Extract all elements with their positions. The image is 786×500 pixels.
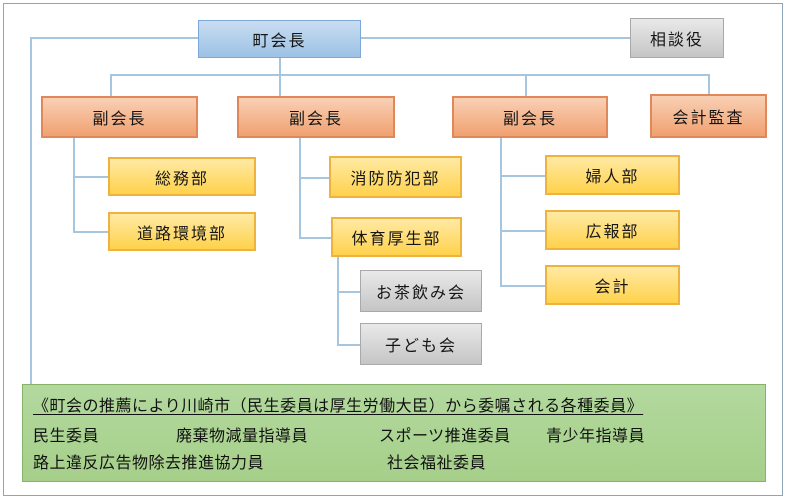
connector-line [500,285,545,287]
node-accounting-audit: 会計監査 [650,94,767,138]
connector-line [30,37,198,39]
connector-line [337,257,339,345]
node-womens-dept: 婦人部 [545,155,680,195]
connector-line [299,177,329,179]
connector-line [73,138,75,232]
node-children-club: 子ども会 [360,323,482,365]
node-fire-crime-prevention-dept: 消防防犯部 [329,156,462,198]
connector-line [500,230,545,232]
connector-line [360,37,630,39]
committee-item: 社会福祉委員 [387,455,487,472]
node-chairman: 町会長 [198,20,361,58]
node-tea-gathering: お茶飲み会 [360,270,482,312]
connector-line [110,74,112,97]
committee-item: 路上違反広告物除去推進協力員 [33,455,265,472]
connector-line [500,138,502,286]
committee-item: 青少年指導員 [546,428,646,445]
committees-panel: 《町会の推薦により川崎市（民生委員は厚生労働大臣）から委嘱される各種委員》 民生… [22,384,766,482]
connector-line [73,176,108,178]
connector-line [299,237,332,239]
node-road-environment-dept: 道路環境部 [108,212,256,251]
connector-line [337,344,360,346]
committee-item: 民生委員 [33,428,100,445]
node-vice-chair-2: 副会長 [237,96,395,138]
connector-line [337,291,360,293]
connector-line [30,37,32,384]
connector-line [299,138,301,238]
connector-line [500,175,545,177]
node-physical-welfare-dept: 体育厚生部 [331,217,462,257]
node-public-relations-dept: 広報部 [545,210,680,250]
committee-item: スポーツ推進委員 [379,428,511,445]
connector-line [73,231,108,233]
connector-line [110,74,709,76]
node-general-affairs-dept: 総務部 [108,157,256,196]
node-vice-chair-1: 副会長 [41,96,198,138]
connector-line [279,58,281,98]
node-accounting: 会計 [545,265,680,305]
committee-item: 廃棄物減量指導員 [176,428,309,445]
committees-panel-heading: 《町会の推薦により川崎市（民生委員は厚生労働大臣）から委嘱される各種委員》 [33,398,644,415]
node-vice-chair-3: 副会長 [452,96,608,138]
connector-line [708,74,710,95]
connector-line [525,74,527,97]
node-advisor: 相談役 [630,18,724,58]
